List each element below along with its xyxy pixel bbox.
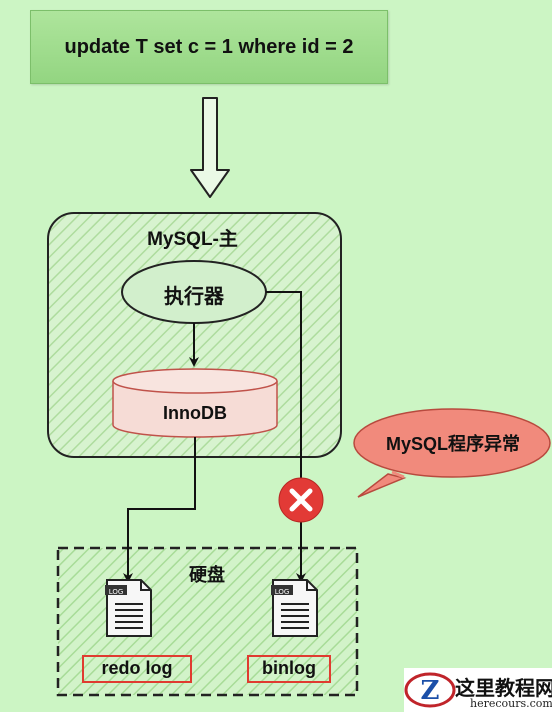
watermark-url: herecours.com	[470, 697, 552, 710]
error-speech-bubble	[353, 408, 551, 498]
executor-label: 执行器	[164, 286, 224, 308]
watermark-logo-icon: Z	[404, 672, 456, 708]
x-circle-icon	[278, 477, 324, 523]
innodb-label: InnoDB	[163, 403, 227, 423]
innodb-cylinder	[112, 368, 278, 438]
redo-log-icon-text: LOG	[109, 588, 124, 596]
redo-log-label: redo log	[82, 655, 192, 683]
binlog-label: binlog	[247, 655, 331, 683]
sql-statement-text: update T set c = 1 where id = 2	[64, 35, 354, 58]
binlog-file-icon: LOG	[271, 579, 318, 637]
hollow-down-arrow-icon	[190, 97, 230, 198]
sql-statement-box: update T set c = 1 where id = 2	[30, 10, 388, 84]
mysql-master-title: MySQL-主	[147, 229, 238, 250]
svg-text:Z: Z	[421, 676, 440, 706]
binlog-icon-text: LOG	[275, 588, 290, 596]
error-bubble-text: MySQL程序异常	[385, 434, 520, 454]
watermark-title: 这里教程网	[455, 676, 552, 700]
innodb-to-redolog-arrow	[123, 437, 196, 583]
redo-log-file-icon: LOG	[105, 579, 152, 637]
disk-title: 硬盘	[189, 565, 225, 585]
